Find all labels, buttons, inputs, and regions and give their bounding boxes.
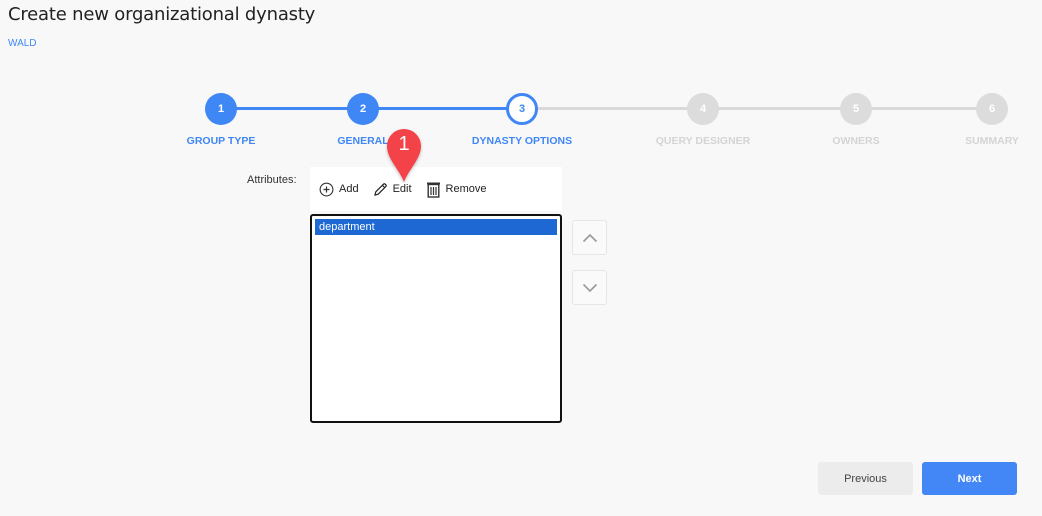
step-2-circle[interactable]: 2 [347, 93, 379, 125]
breadcrumb-domain[interactable]: WALD [8, 38, 37, 49]
step-5-label: OWNERS [832, 135, 880, 147]
step-3-label[interactable]: DYNASTY OPTIONS [471, 135, 573, 147]
step-1-circle[interactable]: 1 [205, 93, 237, 125]
list-item[interactable]: department [315, 219, 557, 235]
remove-attribute-button[interactable]: Remove [426, 181, 487, 198]
chevron-up-icon [582, 233, 597, 242]
add-circle-icon [319, 182, 334, 196]
attributes-label: Attributes: [247, 174, 297, 186]
annotation-marker: 1 [385, 127, 423, 183]
add-label: Add [339, 183, 359, 195]
step-6-label: SUMMARY [965, 135, 1019, 147]
edit-attribute-button[interactable]: Edit [373, 182, 412, 197]
step-5-circle: 5 [840, 93, 872, 125]
stepper-connector [363, 107, 522, 110]
wizard-stepper: 1 2 3 4 5 6 GROUP TYPE GENERAL DYNASTY O… [0, 0, 1042, 160]
step-4-circle: 4 [687, 93, 719, 125]
step-1-label[interactable]: GROUP TYPE [186, 135, 256, 147]
move-down-button[interactable] [572, 270, 607, 305]
stepper-connector [703, 107, 856, 110]
map-pin-icon [387, 129, 421, 182]
add-attribute-button[interactable]: Add [319, 182, 359, 197]
page-title: Create new organizational dynasty [8, 4, 316, 25]
next-button[interactable]: Next [922, 462, 1017, 495]
stepper-connector [221, 107, 363, 110]
remove-label: Remove [445, 183, 487, 195]
edit-label: Edit [392, 183, 412, 195]
stepper-connector [856, 107, 992, 110]
step-6-circle: 6 [976, 93, 1008, 125]
annotation-number: 1 [398, 133, 410, 155]
attributes-listbox[interactable]: department [310, 214, 562, 423]
pencil-icon [373, 182, 387, 196]
step-4-label: QUERY DESIGNER [655, 135, 751, 147]
move-up-button[interactable] [572, 220, 607, 255]
trash-icon [426, 182, 440, 198]
attributes-toolbar: Add Edit Remove [310, 167, 562, 211]
chevron-down-icon [582, 283, 597, 292]
step-2-label[interactable]: GENERAL [337, 135, 389, 147]
step-3-circle[interactable]: 3 [506, 93, 538, 125]
previous-button[interactable]: Previous [818, 462, 913, 495]
stepper-connector [522, 107, 703, 110]
